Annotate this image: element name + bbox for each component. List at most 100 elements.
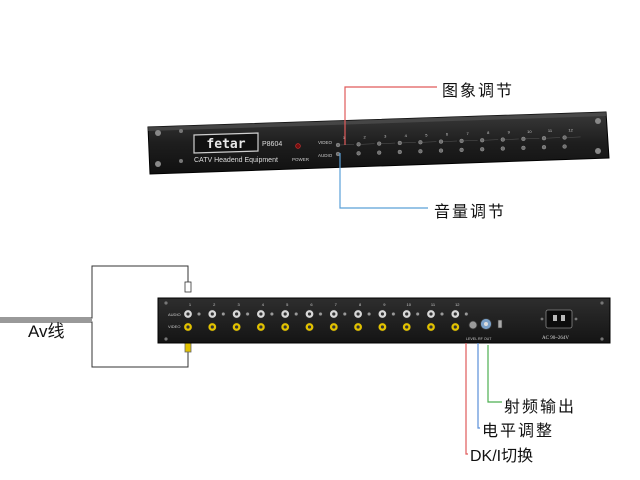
picture-adjust-knob[interactable]	[562, 135, 567, 140]
dki-switch-leader	[465, 343, 468, 455]
front-channel-number: 7	[466, 131, 469, 136]
jack-hole	[283, 312, 287, 316]
picture-adjust-knob[interactable]	[521, 136, 526, 141]
volume-adjust-knob[interactable]	[438, 148, 444, 153]
volume-adjust-leader	[339, 153, 428, 209]
jack-hole	[380, 312, 384, 316]
front-channel-number: 6	[446, 132, 449, 137]
jack-hole	[429, 325, 433, 329]
front-channel-number: 2	[363, 134, 366, 139]
panel-groove	[360, 143, 375, 145]
picture-adjust-knob[interactable]	[335, 142, 341, 148]
volume-adjust-knob[interactable]	[418, 149, 423, 154]
panel-groove	[566, 136, 581, 138]
jack-hole	[429, 312, 433, 316]
jack-hole	[259, 312, 263, 316]
volume-adjust-knob[interactable]	[541, 145, 547, 150]
front-channel-number: 10	[527, 129, 532, 134]
mount-screw	[155, 161, 161, 167]
rear-channel-number: 6	[310, 302, 313, 307]
front-audio-label: AUDIO	[318, 153, 333, 158]
jack-hole	[405, 312, 409, 316]
volume-adjust-knob[interactable]	[377, 150, 382, 155]
trim-screw	[367, 312, 372, 317]
jack-hole	[380, 325, 384, 329]
level-adjust-label: 电平调整	[482, 421, 555, 440]
picture-adjust-knob[interactable]	[397, 140, 402, 146]
model-number: P8604	[262, 141, 282, 148]
rear-channel-number: 11	[431, 302, 436, 307]
level-adjust-leader	[477, 343, 480, 429]
trim-screw	[318, 312, 323, 317]
front-channel-number: 4	[405, 133, 408, 138]
volume-adjust-knob[interactable]	[356, 151, 361, 156]
front-channel-number: 5	[425, 132, 428, 137]
picture-adjust-knob[interactable]	[438, 139, 444, 144]
volume-adjust-knob[interactable]	[500, 146, 505, 151]
trim-screw	[294, 312, 299, 317]
picture-adjust-knob[interactable]	[459, 138, 464, 144]
panel-groove	[422, 141, 437, 143]
rear-audio-label: AUDIO	[168, 312, 181, 317]
jack-hole	[307, 312, 312, 316]
video-plug	[184, 342, 192, 353]
av-cable	[0, 265, 189, 368]
rear-channel-number: 2	[213, 302, 216, 307]
jack-hole	[332, 312, 336, 316]
front-video-label: VIDEO	[318, 140, 333, 145]
rear-channel-number: 7	[335, 302, 338, 307]
picture-adjust-knob[interactable]	[418, 140, 423, 145]
picture-adjust-knob[interactable]	[500, 137, 505, 142]
panel-groove	[381, 142, 396, 144]
rear-video-label: VIDEO	[168, 324, 180, 329]
logo-text: fetar	[206, 137, 245, 152]
jack-hole	[453, 312, 457, 316]
volume-adjust-knob[interactable]	[562, 144, 567, 149]
jack-hole	[405, 325, 409, 329]
volume-adjust-knob[interactable]	[459, 147, 464, 153]
rear-channel-number: 5	[286, 302, 289, 307]
mount-screw	[595, 118, 601, 124]
volume-adjust-knob[interactable]	[335, 151, 341, 157]
control-labels: LEVEL RF OUT	[466, 337, 492, 341]
picture-adjust-knob[interactable]	[541, 136, 547, 141]
picture-adjust-knob[interactable]	[480, 138, 485, 143]
rear-channel-number: 1	[189, 302, 192, 307]
trim-screw	[415, 312, 420, 317]
volume-adjust-knob[interactable]	[397, 149, 402, 155]
jack-hole	[356, 312, 360, 316]
front-channel-number: 11	[548, 128, 553, 133]
jack-hole	[235, 312, 239, 316]
front-channel-number: 9	[508, 130, 511, 135]
jack-hole	[356, 325, 360, 329]
panel-groove	[339, 144, 355, 146]
mount-screw	[595, 148, 601, 154]
power-led	[295, 143, 301, 149]
brand-logo: fetar	[193, 132, 259, 154]
trim-screw	[440, 312, 445, 317]
jack-hole	[332, 325, 336, 329]
front-panel: fetar P8604 CATV Headend Equipment POWER…	[147, 111, 610, 175]
volume-adjust-knob[interactable]	[521, 145, 526, 150]
front-channel-number: 12	[568, 128, 573, 133]
jack-hole	[186, 312, 190, 316]
image-adjust-leader	[344, 86, 437, 145]
panel-groove	[484, 139, 499, 141]
rear-channel-number: 9	[383, 302, 386, 307]
rear-channel-number: 4	[262, 302, 265, 307]
trim-screw	[196, 312, 201, 317]
power-inlet	[545, 309, 573, 329]
rf-output-leader	[487, 345, 502, 403]
jack-hole	[259, 325, 263, 329]
rear-channel-number: 8	[359, 302, 362, 307]
panel-groove	[442, 140, 458, 142]
power-rating-label: AC 90~264V	[542, 336, 569, 341]
volume-adjust-knob[interactable]	[480, 147, 485, 152]
audio-plug	[184, 281, 192, 293]
picture-adjust-knob[interactable]	[377, 141, 382, 146]
rear-channel-number: 3	[237, 302, 240, 307]
level-knob	[468, 320, 478, 330]
picture-adjust-knob[interactable]	[356, 142, 361, 147]
